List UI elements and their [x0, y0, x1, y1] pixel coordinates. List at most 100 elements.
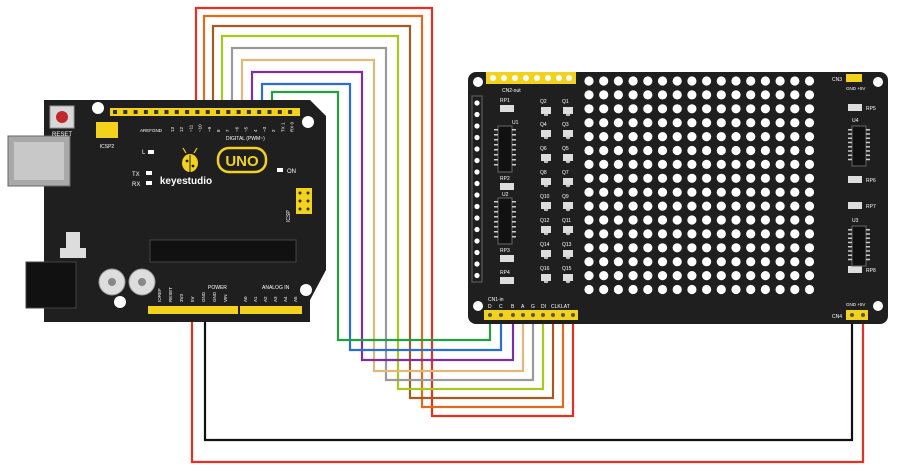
transistor [541, 107, 551, 114]
header-pin [113, 110, 117, 114]
led-dot [613, 215, 624, 225]
analog-pin-label: A5 [293, 296, 298, 302]
power-label: POWER [208, 285, 227, 291]
digital-pin-label: ~11 [188, 124, 193, 132]
led-dot [775, 271, 785, 281]
led-dot [584, 229, 594, 239]
analog-pin-label: A4 [283, 296, 288, 302]
led-dot [613, 145, 624, 156]
led-dot [804, 257, 815, 267]
led-dot [790, 187, 800, 197]
transistor-label: Q15 [562, 266, 572, 272]
led-dot [804, 104, 815, 114]
led-dot [775, 76, 785, 86]
led-dot [790, 76, 800, 86]
mounting-hole [473, 301, 483, 311]
led-dot [731, 76, 741, 86]
led-dot [613, 90, 624, 100]
led-dot [643, 243, 653, 253]
led-dot [775, 229, 785, 239]
strip-pin [474, 238, 480, 244]
led-dot [746, 90, 756, 100]
led-dot [702, 201, 712, 211]
led-dot [643, 145, 653, 156]
wire-a-gray [230, 46, 535, 382]
transistor-label: Q5 [562, 146, 569, 152]
led-dot [702, 215, 712, 225]
reset-button-cap[interactable] [56, 111, 68, 123]
cn1-pin [488, 313, 492, 317]
led-dot [613, 271, 624, 281]
resistor-label: RP8 [866, 268, 876, 274]
ic-chip [851, 125, 867, 167]
led-dot [760, 215, 771, 225]
cn3-label: CN3 [832, 77, 842, 83]
led-dot [760, 243, 771, 253]
header-pin [277, 110, 282, 114]
cn1-pin [521, 313, 525, 317]
strip-pin [474, 111, 480, 118]
led-dot [687, 118, 697, 128]
strip-pin [474, 180, 480, 187]
mounting-hole [873, 77, 883, 87]
led-dot [687, 284, 697, 295]
led-dot [702, 229, 712, 239]
led-dot [657, 159, 668, 169]
led-dot [613, 104, 624, 114]
on-led-label: ON [287, 169, 296, 175]
digital-pin-label: 2 [271, 129, 276, 132]
led-dot [687, 90, 697, 100]
led-dot [643, 257, 653, 267]
mounting-hole [300, 284, 312, 296]
led-dot [657, 271, 668, 281]
header-pin [205, 110, 210, 114]
transistor [541, 178, 551, 185]
led-dot [599, 104, 609, 114]
led-dot [657, 90, 668, 100]
led-dot [643, 118, 653, 128]
led-dot [628, 271, 638, 281]
led-dot [599, 76, 609, 86]
transistor [563, 250, 573, 257]
led-dot [599, 118, 609, 128]
led-dot [702, 187, 712, 197]
led-dot [584, 132, 594, 142]
led-dot [702, 76, 712, 86]
led-dot [584, 187, 594, 197]
cn2-out-connector [486, 72, 576, 84]
led-dot [790, 104, 800, 114]
wire-di-brown [211, 24, 555, 400]
led-dot [628, 243, 638, 253]
digital-pin-label: ~5 [244, 126, 249, 132]
led-dot [775, 257, 785, 267]
led-dot [687, 271, 697, 281]
digital-pin-label: ~9 [207, 126, 212, 132]
led-dot [643, 215, 653, 225]
digital-pin-label: 13 [170, 126, 175, 132]
led-dot [657, 284, 668, 295]
led-dot [716, 118, 726, 128]
cn4-gnd-5v-label: GND +5V [846, 302, 865, 307]
icsp-header [296, 188, 312, 214]
led-dot [775, 118, 785, 128]
led-dot [657, 173, 668, 183]
transistor-label: Q8 [540, 170, 547, 176]
led-dot [702, 271, 712, 281]
led-dot [746, 76, 756, 86]
led-dot [804, 173, 815, 183]
wire-lat-red [194, 6, 575, 418]
wire-d-blue [260, 82, 503, 352]
led-dot [687, 104, 697, 114]
strip-pin [474, 192, 480, 198]
led-dot [790, 243, 800, 253]
strip-pin [474, 249, 480, 256]
led-dot [584, 271, 594, 281]
led-dot [804, 229, 815, 239]
led-dot [731, 243, 741, 253]
led-dot [643, 284, 653, 295]
resistor-network [500, 105, 514, 112]
led-dot [672, 173, 682, 183]
cn1-pin-label: C [499, 304, 503, 310]
